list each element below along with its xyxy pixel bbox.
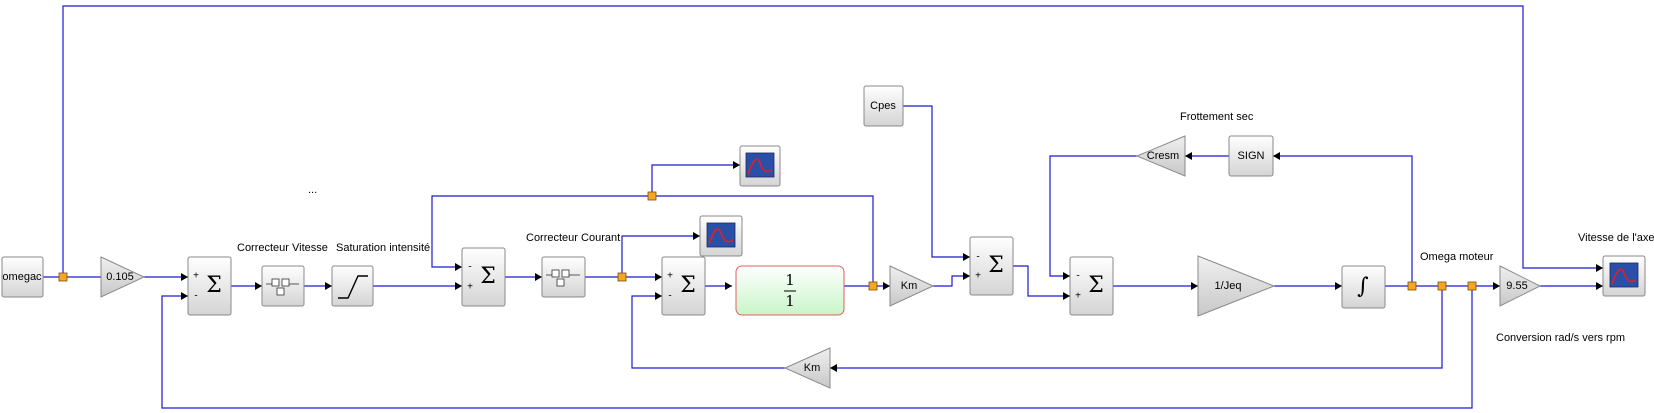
gain-955-block[interactable]: 9.55: [1499, 265, 1542, 307]
km-forward-label: Km: [901, 280, 918, 292]
label-saturation: Saturation intensité: [336, 242, 430, 254]
wire-cresm-sum5: [1049, 155, 1137, 277]
integral-icon: ∫: [1357, 274, 1369, 299]
split-point: [1407, 281, 1417, 291]
wire-speed-feedback: [161, 286, 1473, 409]
wire-split-scope1: [651, 164, 740, 196]
tf-denominator: 1: [785, 292, 795, 310]
saturation-icon: [338, 275, 368, 299]
km-forward-block[interactable]: Km: [889, 265, 935, 307]
sum5-block[interactable]: - + Σ: [1069, 256, 1114, 316]
label-omega-moteur: Omega moteur: [1420, 251, 1494, 263]
sum5-sign-top: -: [1076, 271, 1079, 282]
cresm-label: Cresm: [1147, 150, 1179, 162]
sign-block[interactable]: SIGN: [1228, 135, 1274, 177]
scope-1-block[interactable]: [739, 145, 781, 187]
pi-controller-icon: [546, 269, 580, 287]
sum2-sigma: Σ: [480, 264, 496, 289]
label-vitesse-axe: Vitesse de l'axe: [1578, 232, 1654, 244]
sum2-sign-top: -: [468, 262, 471, 273]
sum4-sigma: Σ: [988, 253, 1004, 278]
inv-jeq-block[interactable]: 1/Jeq: [1197, 255, 1276, 317]
wire-current-feedback: [431, 195, 874, 286]
sum1-block[interactable]: + - Σ: [187, 256, 232, 316]
split-point: [1467, 281, 1477, 291]
wire-km-sum4: [933, 275, 970, 287]
gain-0105-block[interactable]: 0.105: [100, 256, 146, 298]
km-feedback-block[interactable]: Km: [783, 347, 831, 389]
label-correcteur-vitesse: Correcteur Vitesse: [237, 242, 328, 254]
cpes-label: Cpes: [870, 100, 896, 112]
scope-2-block[interactable]: [699, 215, 743, 257]
cpes-block[interactable]: Cpes: [863, 85, 904, 127]
split-point: [868, 281, 878, 291]
split-point: [1437, 281, 1447, 291]
sum3-block[interactable]: + - Σ: [661, 256, 706, 316]
gain-955-label: 9.55: [1506, 280, 1527, 292]
sign-label: SIGN: [1238, 150, 1265, 162]
wire-cpes-sum4: [903, 105, 970, 258]
sum3-sign-top: +: [667, 271, 673, 282]
sum1-sign-bottom: -: [194, 291, 197, 302]
split-point: [647, 191, 657, 201]
saturation-block[interactable]: [331, 265, 374, 307]
omegac-block[interactable]: omegac: [1, 256, 44, 298]
wire-sum4-sum5: [1013, 265, 1070, 297]
inv-jeq-label: 1/Jeq: [1215, 280, 1242, 292]
sum1-sigma: Σ: [206, 273, 222, 298]
sum5-sign-bottom: +: [1075, 291, 1081, 302]
correcteur-courant-block[interactable]: [541, 256, 586, 298]
wire-kmfb-sum3: [631, 295, 785, 369]
split-point: [617, 272, 627, 282]
label-conversion: Conversion rad/s vers rpm: [1496, 332, 1625, 344]
correcteur-vitesse-block[interactable]: [261, 265, 305, 307]
scope-icon: [708, 228, 734, 245]
sum4-block[interactable]: - + Σ: [969, 236, 1014, 296]
sum4-sign-top: -: [976, 252, 979, 263]
pi-controller-icon: [266, 278, 299, 296]
cresm-block[interactable]: Cresm: [1135, 135, 1186, 177]
label-frottement-sec: Frottement sec: [1180, 111, 1254, 123]
wire-split-scope2: [621, 235, 700, 277]
km-feedback-label: Km: [804, 362, 821, 374]
scope-vitesse-block[interactable]: [1602, 255, 1646, 297]
scope-icon: [747, 158, 773, 175]
omegac-label: omegac: [2, 271, 42, 283]
sum4-sign-bottom: +: [975, 271, 981, 282]
gain-0105-label: 0.105: [106, 271, 134, 283]
label-ellipsis: ...: [308, 184, 317, 196]
wire-omega-sign: [1273, 155, 1413, 286]
sum3-sigma: Σ: [680, 273, 696, 298]
annotations: Correcteur Vitesse Saturation intensité …: [237, 111, 1654, 344]
sum2-block[interactable]: - + Σ: [461, 247, 506, 307]
wires: [43, 5, 1603, 409]
integrator-block[interactable]: ∫: [1341, 265, 1386, 309]
sum3-sign-bottom: -: [668, 291, 671, 302]
wire-top-loop: [62, 5, 1603, 277]
tf-numerator: 1: [785, 271, 795, 289]
label-correcteur-courant: Correcteur Courant: [526, 232, 620, 244]
wire-omega-kmfb: [830, 286, 1443, 369]
transfer-function-block[interactable]: 1 1: [735, 265, 845, 316]
split-points: [58, 191, 1477, 291]
sum5-sigma: Σ: [1088, 273, 1104, 298]
arrowheads: [101, 152, 1603, 372]
sum1-sign-top: +: [193, 271, 199, 282]
split-point: [58, 272, 68, 282]
scope-icon: [1611, 268, 1637, 285]
sum2-sign-bottom: +: [467, 282, 473, 293]
